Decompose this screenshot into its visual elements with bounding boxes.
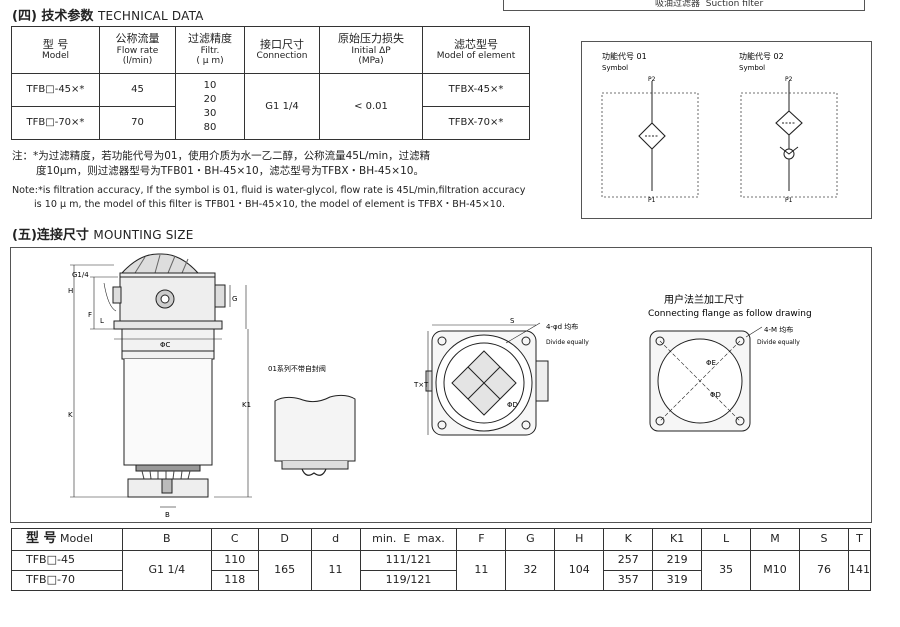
- dim-cell-k1: 319: [652, 570, 703, 591]
- dim-th-d-small: d: [310, 528, 361, 551]
- section-mounting-size-title: (五)连接尺寸 MOUNTING SIZE: [12, 228, 194, 243]
- dim-cell-k1: 219: [652, 550, 703, 571]
- symbol-02-p2: P2: [785, 76, 793, 83]
- dim-label-c: ΦC: [160, 341, 171, 349]
- dim-th-l: L: [701, 528, 752, 551]
- dim-th-s: S: [798, 528, 850, 551]
- mounting-drawing: G1/4 H L F G ΦC K K1 B 01系列不带自封阀 S T×T Φ…: [68, 253, 812, 519]
- dim-th-t: T: [848, 528, 871, 551]
- dim-th-k: K: [603, 528, 654, 551]
- dim-cell-model: TFB□-45: [11, 550, 123, 571]
- dim-th-m: M: [750, 528, 800, 551]
- dim-th-e: min. E max.: [359, 528, 458, 551]
- dim-th-c: C: [210, 528, 259, 551]
- section-technical-data-title: (四) 技术参数 TECHNICAL DATA: [12, 9, 204, 24]
- dim-cell-k: 357: [603, 570, 654, 591]
- dim-th-g: G: [505, 528, 556, 551]
- dim-label-k1: K1: [242, 401, 251, 409]
- symbol-01-p1: P1: [648, 197, 656, 204]
- dim-label-h: H: [68, 287, 73, 295]
- flange-title-en: Connecting flange as follow drawing: [648, 309, 812, 319]
- dim-cell-e: 111/121: [359, 550, 458, 571]
- dim-th-b: B: [121, 528, 212, 551]
- suction-filter-label: 吸油过滤器 Suction filter: [655, 0, 764, 9]
- dim-label-d-flange: ΦD: [710, 391, 721, 399]
- cell-flow: 45: [99, 73, 176, 107]
- side-note: 01系列不带自封阀: [268, 364, 326, 373]
- symbol-box: [581, 41, 872, 219]
- dim-cell-m: M10: [750, 550, 800, 591]
- dim-th-model: 型 号 Model: [11, 528, 123, 551]
- dim-label-e: ΦE: [706, 359, 716, 367]
- symbol-02-p1: P1: [785, 197, 793, 204]
- dim-cell-k: 257: [603, 550, 654, 571]
- symbol-01-p2: P2: [648, 76, 656, 83]
- holes2-label-en: Divide equally: [757, 339, 800, 346]
- dim-cell-h: 104: [554, 550, 605, 591]
- dim-label-l: L: [100, 317, 104, 325]
- holes2-label-cn: 4-M 均布: [764, 325, 793, 334]
- dim-th-f: F: [456, 528, 507, 551]
- cell-connection: G1 1/4: [244, 73, 320, 140]
- symbol-02-en: Symbol: [739, 64, 765, 72]
- symbol-01-label: 功能代号 01: [602, 51, 647, 61]
- dim-th-d: D: [257, 528, 312, 551]
- dim-cell-t: 141: [848, 550, 871, 591]
- flange-title-cn: 用户法兰加工尺寸: [664, 293, 744, 306]
- cell-model: TFB□-70×*: [11, 106, 100, 140]
- note-en: Note:*is filtration accuracy, If the sym…: [12, 185, 526, 210]
- dim-cell-d-small: 11: [310, 550, 361, 591]
- dim-label-g14: G1/4: [72, 271, 89, 279]
- cell-element: TFBX-70×*: [422, 106, 530, 140]
- dim-cell-g: 32: [505, 550, 556, 591]
- suction-filter-header-box: [503, 0, 865, 11]
- dim-label-txt: T×T: [413, 381, 429, 389]
- dim-cell-b: G1 1/4: [121, 550, 212, 591]
- dim-label-b: B: [165, 511, 170, 519]
- dim-cell-s: 76: [798, 550, 850, 591]
- cell-pressure: < 0.01: [319, 73, 423, 140]
- dim-cell-l: 35: [701, 550, 752, 591]
- dim-th-k1: K1: [652, 528, 703, 551]
- dim-label-s: S: [510, 317, 515, 325]
- dim-cell-c: 110: [210, 550, 259, 571]
- mounting-drawing-box: [10, 247, 872, 523]
- cell-element: TFBX-45×*: [422, 73, 530, 107]
- symbol-diagram: 功能代号 01 Symbol 功能代号 02 Symbol P2 P1 P2 P…: [601, 51, 838, 204]
- holes-label-en: Divide equally: [546, 339, 589, 346]
- symbol-02-label: 功能代号 02: [739, 51, 784, 61]
- dim-cell-e: 119/121: [359, 570, 458, 591]
- dim-cell-f: 11: [456, 550, 507, 591]
- cell-flow: 70: [99, 106, 176, 140]
- cell-model: TFB□-45×*: [11, 73, 100, 107]
- dim-cell-model: TFB□-70: [11, 570, 123, 591]
- dim-label-k: K: [68, 411, 73, 419]
- dim-th-h: H: [554, 528, 605, 551]
- dim-cell-c: 118: [210, 570, 259, 591]
- dim-cell-d: 165: [257, 550, 312, 591]
- dim-label-g: G: [232, 295, 237, 303]
- holes-label-cn: 4-φd 均布: [546, 322, 578, 331]
- dim-label-d: ΦD: [507, 401, 518, 409]
- note-cn: 注：*为过滤精度，若功能代号为01，使用介质为水一乙二醇，公称流量45L/min…: [12, 150, 431, 177]
- dim-label-f: F: [88, 311, 92, 319]
- dimension-table: 型 号 Model B C D d min. E max. F G H K K1…: [11, 528, 871, 591]
- symbol-01-en: Symbol: [602, 64, 628, 72]
